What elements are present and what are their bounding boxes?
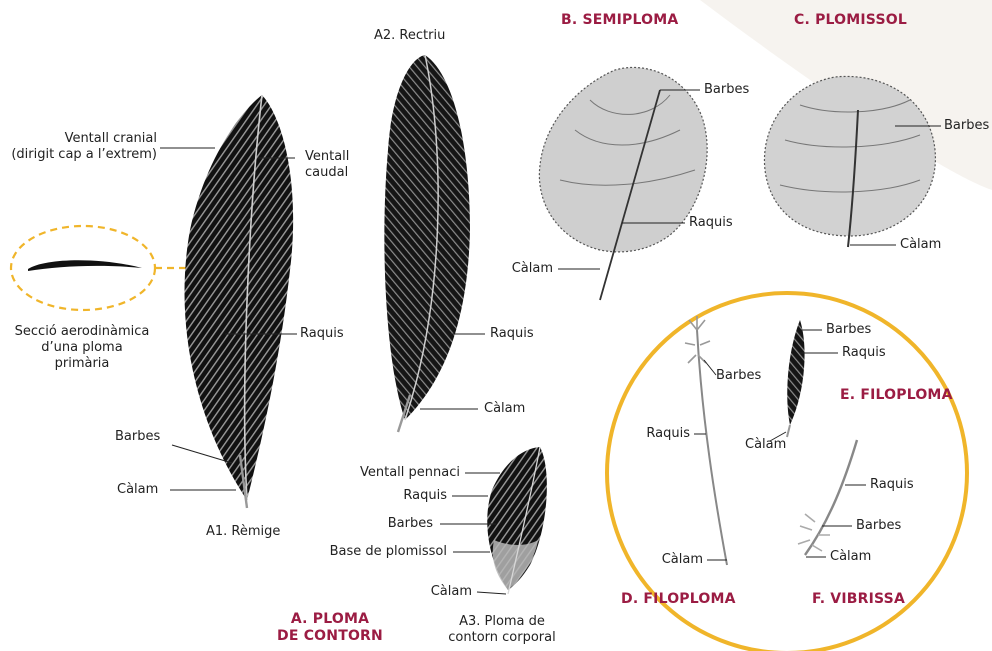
a3-contour-feather	[487, 447, 547, 594]
a2-rectriu-feather	[384, 55, 470, 432]
label-a1-vane-cranial: Ventall cranial (dirigit cap a l’extrem)	[0, 131, 157, 163]
label-section-line2: d’una ploma	[2, 340, 162, 356]
label-section-line3: primària	[2, 356, 162, 372]
label-a1-barbs: Barbes	[115, 429, 160, 445]
label-d-barbs: Barbes	[716, 368, 761, 384]
label-c-calamus: Càlam	[900, 237, 941, 253]
label-b-rachis: Raquis	[689, 215, 733, 231]
label-d-rachis: Raquis	[620, 426, 690, 442]
label-a1-rachis: Raquis	[300, 326, 344, 342]
label-f-calamus: Càlam	[830, 549, 871, 565]
label-a1-vane-cranial-line2: (dirigit cap a l’extrem)	[0, 147, 157, 163]
label-a2-rachis: Raquis	[490, 326, 534, 342]
label-b-calamus: Càlam	[480, 261, 553, 277]
heading-vibrissa: F. VIBRISSA	[812, 591, 905, 608]
heading-filoploma-e: E. FILOPLOMA	[840, 387, 953, 404]
c-plomissol-feather	[764, 76, 935, 247]
label-b-barbs: Barbes	[704, 82, 749, 98]
label-a1-vane-caudal-line1: Ventall	[305, 149, 349, 165]
heading-ploma-de-contorn: A. PLOMA DE CONTORN	[265, 611, 395, 645]
heading-ploma-line1: A. PLOMA	[265, 611, 395, 628]
label-a1-vane-cranial-line1: Ventall cranial	[0, 131, 157, 147]
title-a3-line2: contorn corporal	[437, 630, 567, 646]
title-a2-rectriu: A2. Rectriu	[374, 28, 445, 44]
title-a1-remige: A1. Rèmige	[206, 524, 280, 540]
heading-semiploma: B. SEMIPLOMA	[561, 12, 678, 29]
title-a3-contour: A3. Ploma de contorn corporal	[437, 614, 567, 646]
label-a1-vane-caudal: Ventall caudal	[305, 149, 349, 181]
heading-ploma-line2: DE CONTORN	[265, 628, 395, 645]
label-a2-calamus: Càlam	[484, 401, 525, 417]
label-e-calamus: Càlam	[745, 437, 786, 453]
airfoil-section-shape	[28, 260, 142, 271]
label-a1-vane-caudal-line2: caudal	[305, 165, 349, 181]
label-aerodynamic-section: Secció aerodinàmica d’una ploma primària	[2, 324, 162, 372]
label-a3-calamus: Càlam	[400, 584, 472, 600]
label-e-barbs: Barbes	[826, 322, 871, 338]
label-e-rachis: Raquis	[842, 345, 886, 361]
label-a1-calamus: Càlam	[117, 482, 158, 498]
label-c-barbs: Barbes	[944, 118, 989, 134]
b-semiploma-feather	[539, 67, 707, 300]
d-filoploma-feather	[685, 316, 727, 565]
label-a3-rachis: Raquis	[300, 488, 447, 504]
f-vibrissa-feather	[798, 440, 857, 555]
heading-filoploma-d: D. FILOPLOMA	[621, 591, 736, 608]
label-a3-pennaceous-vane: Ventall pennaci	[300, 465, 460, 481]
label-a3-down-base: Base de plomissol	[290, 544, 447, 560]
e-filoploma-feather	[787, 320, 805, 437]
heading-plomissol: C. PLOMISSOL	[794, 12, 907, 29]
title-a3-line1: A3. Ploma de	[437, 614, 567, 630]
label-d-calamus: Càlam	[630, 552, 703, 568]
label-f-barbs: Barbes	[856, 518, 901, 534]
a1-remige-feather	[184, 95, 293, 508]
label-section-line1: Secció aerodinàmica	[2, 324, 162, 340]
label-a3-barbs: Barbes	[300, 516, 433, 532]
label-f-rachis: Raquis	[870, 477, 914, 493]
